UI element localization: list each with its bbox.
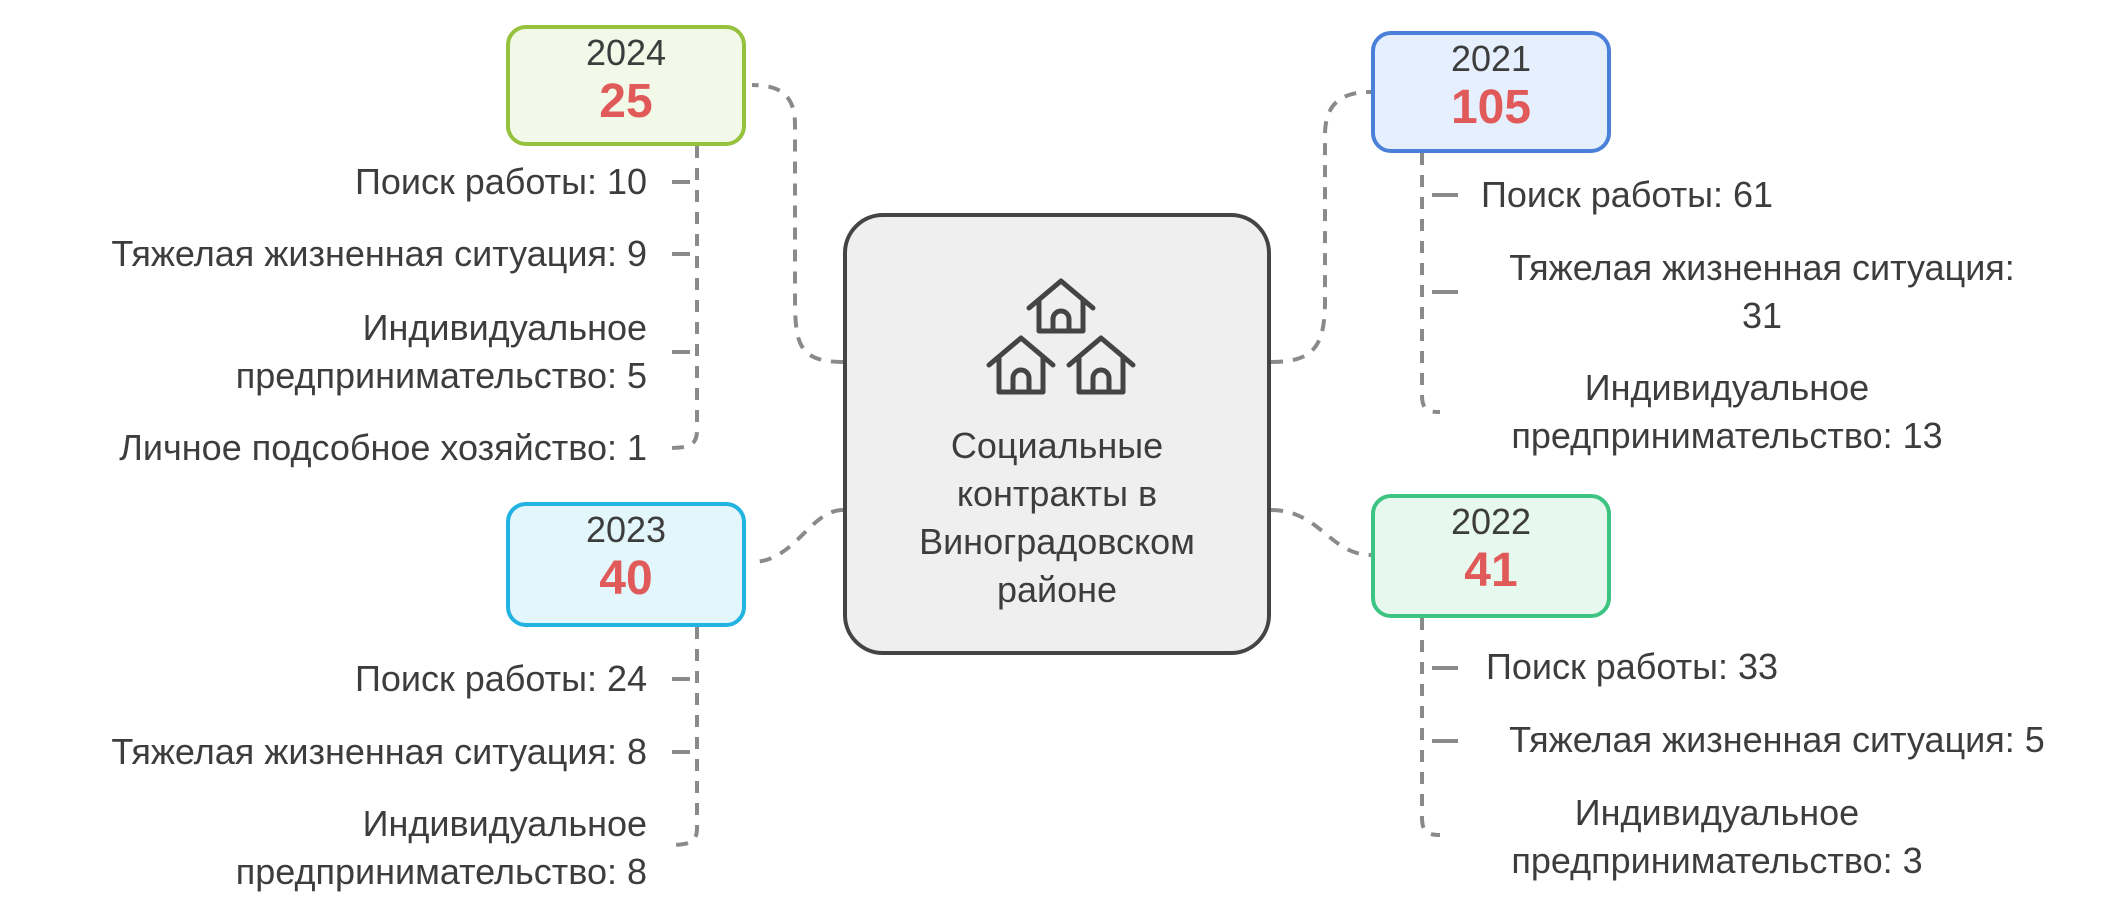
year-total: 105 [1450,81,1532,134]
year-node-2024: 2024 25 [506,25,746,146]
connector-center-2021 [1270,90,1372,364]
item-2024-hardship: Тяжелая жизненная ситуация: 9 [111,233,647,274]
item-2023-entrepreneurship: Индивидуальное предпринимательство: 8 [235,803,647,892]
item-2023-hardship: Тяжелая жизненная ситуация: 8 [111,731,647,772]
year-label: 2021 [1450,38,1532,79]
item-2022-hardship: Тяжелая жизненная ситуация: 5 [1509,719,2045,760]
year-label: 2023 [585,509,667,550]
center-node: Социальные контракты в Виноградовском ра… [843,213,1271,655]
year-node-2022: 2022 41 [1371,494,1611,618]
connector-center-2022 [1270,508,1372,557]
houses-icon [986,278,1136,395]
item-2022-entrepreneurship: Индивидуальное предпринимательство: 3 [1511,792,1923,881]
year-total: 40 [599,552,653,605]
connector-center-2024 [751,83,844,364]
year-node-2023: 2023 40 [506,502,746,627]
item-2021-entrepreneurship: Индивидуальное предпринимательство: 13 [1511,367,1943,456]
item-2024-job-search: Поиск работы: 10 [354,161,647,202]
item-2024-subsidiary-farm: Личное подсобное хозяйство: 1 [119,427,647,468]
item-2021-hardship: Тяжелая жизненная ситуация: 31 [1509,247,2015,336]
item-2023-job-search: Поиск работы: 24 [354,658,647,699]
year-total: 41 [1464,544,1518,597]
center-title: Социальные контракты в Виноградовском ра… [919,425,1195,610]
year-label: 2024 [585,32,667,73]
item-2022-job-search: Поиск работы: 33 [1485,646,1779,687]
year-node-2021: 2021 105 [1371,31,1611,153]
connector-center-2023 [751,508,844,564]
year-total: 25 [599,75,653,128]
spine-2024 [667,146,699,450]
item-2021-job-search: Поиск работы: 61 [1480,174,1774,215]
spine-2021 [1420,153,1441,414]
year-label: 2022 [1450,501,1532,542]
spine-2023 [667,627,699,847]
spine-2022 [1420,618,1441,837]
item-2024-entrepreneurship: Индивидуальное предпринимательство: 5 [235,307,647,396]
